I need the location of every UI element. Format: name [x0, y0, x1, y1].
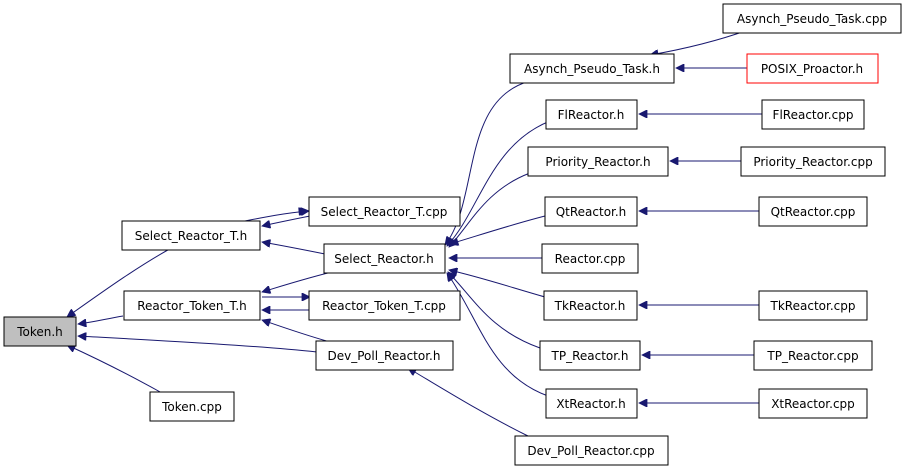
node-xtreactor-cpp[interactable]: XtReactor.cpp	[758, 388, 868, 419]
edge-select-reactor-h-to-select-reactor-t-h	[262, 242, 326, 255]
edge-dev-poll-reactor-cpp-to-dev-poll-reactor-h	[408, 368, 531, 438]
edge-tp-reactor-h-to-select-reactor-h	[448, 272, 541, 349]
edge-select-reactor-t-h-to-token-h	[67, 245, 176, 317]
node-select-reactor-h[interactable]: Select_Reactor.h	[323, 243, 446, 274]
node-select-reactor-t-h[interactable]: Select_Reactor_T.h	[121, 220, 261, 251]
node-label: Select_Reactor_T.cpp	[321, 205, 448, 219]
node-reactor-token-t-h[interactable]: Reactor_Token_T.h	[123, 290, 261, 321]
node-priority-reactor-h[interactable]: Priority_Reactor.h	[527, 146, 669, 177]
node-token-cpp[interactable]: Token.cpp	[149, 391, 235, 422]
node-label: TkReactor.h	[554, 299, 626, 313]
edge-xtreactor-h-to-select-reactor-h	[447, 273, 549, 397]
node-tkreactor-cpp[interactable]: TkReactor.cpp	[758, 290, 868, 321]
edge-select-reactor-t-h-self-arrow	[239, 211, 309, 223]
edge-select-reactor-t-cpp-back	[262, 215, 311, 226]
node-label: Dev_Poll_Reactor.cpp	[527, 444, 654, 458]
node-label: Select_Reactor.h	[334, 252, 433, 266]
node-label: QtReactor.h	[556, 205, 627, 219]
edge-dev-poll-reactor-h-to-token-h	[78, 336, 318, 353]
node-label: Asynch_Pseudo_Task.h	[524, 62, 660, 76]
node-label: Reactor_Token_T.cpp	[322, 299, 446, 313]
node-label: Priority_Reactor.cpp	[753, 155, 872, 169]
node-label: Reactor_Token_T.h	[137, 299, 247, 313]
edge-asynch-pseudo-task-cpp-to-asynch-pseudo-task-h	[650, 29, 749, 55]
edge-dev-poll-reactor-h-to-reactor-token-t-h	[262, 320, 331, 343]
node-reactor-cpp[interactable]: Reactor.cpp	[541, 243, 639, 274]
node-reactor-token-t-cpp[interactable]: Reactor_Token_T.cpp	[308, 290, 461, 321]
node-token-h[interactable]: Token.h	[3, 316, 77, 347]
node-tp-reactor-cpp[interactable]: TP_Reactor.cpp	[753, 340, 873, 371]
node-xtreactor-h[interactable]: XtReactor.h	[545, 388, 638, 419]
node-label: XtReactor.cpp	[771, 397, 855, 411]
node-asynch-pseudo-task-cpp[interactable]: Asynch_Pseudo_Task.cpp	[722, 3, 902, 34]
node-dev-poll-reactor-cpp[interactable]: Dev_Poll_Reactor.cpp	[514, 435, 669, 466]
node-label: FlReactor.cpp	[773, 108, 854, 122]
node-priority-reactor-cpp[interactable]: Priority_Reactor.cpp	[740, 146, 886, 177]
node-flreactor-h[interactable]: FlReactor.h	[545, 99, 638, 130]
node-label: POSIX_Proactor.h	[761, 62, 863, 76]
node-qtreactor-h[interactable]: QtReactor.h	[544, 196, 638, 227]
node-label: Asynch_Pseudo_Task.cpp	[737, 12, 887, 26]
nodes: Token.h Select_Reactor_T.h Reactor_Token…	[3, 3, 902, 466]
node-label: Token.h	[16, 325, 63, 339]
edge-reactor-token-t-h-to-token-h	[78, 315, 124, 324]
edge-flreactor-h-to-select-reactor-h	[447, 120, 551, 246]
edge-tkreactor-h-to-select-reactor-h	[449, 270, 546, 298]
node-label: Dev_Poll_Reactor.h	[328, 349, 441, 363]
node-label: Token.cpp	[161, 400, 222, 414]
node-flreactor-cpp[interactable]: FlReactor.cpp	[761, 99, 865, 130]
node-label: XtReactor.h	[556, 397, 625, 411]
node-asynch-pseudo-task-h[interactable]: Asynch_Pseudo_Task.h	[509, 53, 675, 84]
node-label: TP_Reactor.h	[551, 349, 629, 363]
edge-token-cpp-to-token-h	[67, 345, 163, 394]
node-posix-proactor-h[interactable]: POSIX_Proactor.h	[746, 53, 879, 84]
node-label: QtReactor.cpp	[771, 205, 856, 219]
node-label: TkReactor.cpp	[770, 299, 856, 313]
node-select-reactor-t-cpp[interactable]: Select_Reactor_T.cpp	[308, 196, 461, 227]
node-tp-reactor-h[interactable]: TP_Reactor.h	[539, 340, 641, 371]
node-qtreactor-cpp[interactable]: QtReactor.cpp	[758, 196, 868, 227]
node-label: Select_Reactor_T.h	[135, 229, 247, 243]
edge-qtreactor-h-to-select-reactor-h	[450, 215, 546, 244]
node-tkreactor-h[interactable]: TkReactor.h	[543, 290, 638, 321]
node-label: FlReactor.h	[558, 108, 625, 122]
node-label: TP_Reactor.cpp	[766, 349, 858, 363]
node-label: Reactor.cpp	[555, 252, 626, 266]
node-dev-poll-reactor-h[interactable]: Dev_Poll_Reactor.h	[315, 340, 454, 371]
node-label: Priority_Reactor.h	[545, 155, 650, 169]
